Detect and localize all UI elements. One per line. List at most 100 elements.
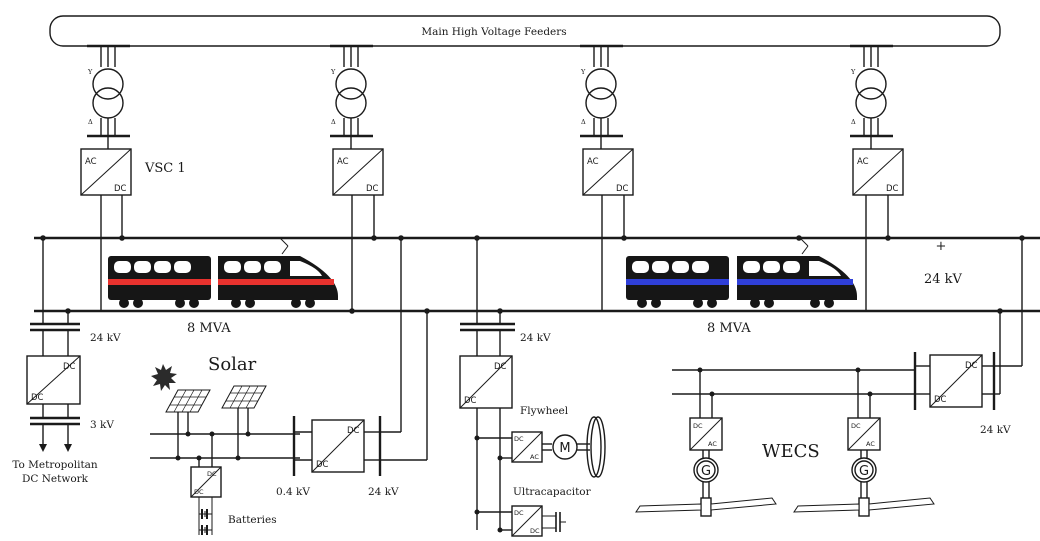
transformer-delta-label: Δ <box>88 118 93 126</box>
transformer-icon <box>855 68 887 119</box>
converter-dc-label: DC <box>851 422 861 430</box>
metro-label-line1: To Metropolitan <box>12 459 98 471</box>
arrow-down-icon <box>64 444 72 452</box>
transformer-y-label: Y <box>580 68 586 76</box>
vsc-converter: AC DC <box>80 148 132 196</box>
solar-panel-icon <box>221 385 267 409</box>
battery-icon <box>198 497 213 535</box>
train-left-stripe-car1 <box>108 279 211 285</box>
converter-dc-label: DC <box>965 361 978 371</box>
generator-icon: G <box>851 457 877 483</box>
converter-dc-label: DC <box>366 184 379 194</box>
generator-symbol: G <box>859 464 869 479</box>
metro-label-line2: DC Network <box>22 473 89 485</box>
bus-plus-sign: + <box>936 239 947 254</box>
vsc-converter: AC DC <box>582 148 634 196</box>
vsc1-label: VSC 1 <box>144 161 186 176</box>
converter-dc-label: DC <box>494 362 507 372</box>
battery-converter: DC DC <box>190 466 222 498</box>
converter-dc-label: DC <box>693 422 703 430</box>
transformer-y-label: Y <box>850 68 856 76</box>
metro-voltage-high: 24 kV <box>90 332 121 344</box>
substation-3: Y Δ AC DC <box>580 44 634 311</box>
transformer-delta-label: Δ <box>851 118 856 126</box>
converter-dc-label: DC <box>464 396 477 406</box>
vsc-converter: AC DC <box>332 148 384 196</box>
dc-bus-negative <box>34 308 1040 314</box>
converter-dc-label: DC <box>530 527 540 535</box>
converter-ac-label: AC <box>587 157 599 167</box>
storage-voltage: 24 kV <box>520 332 551 344</box>
storage-dc-dc-converter: DC DC <box>459 355 513 409</box>
converter-dc-label: DC <box>114 184 127 194</box>
arrow-down-icon <box>39 444 47 452</box>
turbine-converter: DC AC <box>689 417 723 451</box>
vsc-converter: AC DC <box>852 148 904 196</box>
bus-voltage-label: 24 kV <box>924 272 963 287</box>
flywheel-label: Flywheel <box>520 405 569 417</box>
train-right-stripe-car1 <box>626 279 729 285</box>
train-left-power: 8 MVA <box>187 321 231 336</box>
generator-icon: G <box>693 457 719 483</box>
solar-section: DC DC DC DC <box>150 238 428 535</box>
train-right-stripe-car2 <box>737 279 853 285</box>
substation-2: Y Δ AC DC <box>330 44 384 314</box>
storage-section: DC DC DC AC M <box>459 238 606 537</box>
motor-symbol: M <box>559 441 570 456</box>
turbine-converter: DC AC <box>847 417 881 451</box>
solar-panel-icon <box>165 389 211 413</box>
solar-dc-dc-converter: DC DC <box>311 419 365 473</box>
converter-dc-label: DC <box>63 362 76 372</box>
train-left <box>108 237 338 308</box>
transformer-icon <box>335 68 367 119</box>
transformer-delta-label: Δ <box>331 118 336 126</box>
transformer-icon <box>585 68 617 119</box>
wind-turbine-icon <box>635 497 777 517</box>
flywheel-icon <box>586 416 606 478</box>
wecs-label: WECS <box>762 441 820 462</box>
wind-turbine-icon <box>793 497 935 517</box>
metro-branch: DC DC <box>26 238 81 452</box>
converter-dc-label: DC <box>934 395 947 405</box>
converter-dc-label: DC <box>616 184 629 194</box>
sun-icon <box>151 364 177 391</box>
feeders-label: Main High Voltage Feeders <box>421 26 566 38</box>
transformer-y-label: Y <box>330 68 336 76</box>
ultracap-converter: DC DC <box>511 505 543 537</box>
substation-4: Y Δ AC DC <box>850 44 904 311</box>
flywheel-converter: DC AC <box>511 431 543 463</box>
ultracapacitor-icon <box>542 512 566 532</box>
converter-dc-label: DC <box>207 470 217 478</box>
converter-dc-label: DC <box>347 426 360 436</box>
solar-label: Solar <box>208 354 257 375</box>
solar-low-voltage: 0.4 kV <box>276 486 310 498</box>
converter-ac-label: AC <box>708 440 717 448</box>
wecs-dc-dc-converter: DC DC <box>929 354 983 408</box>
converter-dc-label: DC <box>194 488 204 496</box>
converter-ac-label: AC <box>530 453 539 461</box>
converter-ac-label: AC <box>866 440 875 448</box>
main-feeders-bar: Main High Voltage Feeders <box>49 15 1001 47</box>
solar-high-voltage: 24 kV <box>368 486 399 498</box>
converter-dc-label: DC <box>514 435 524 443</box>
wecs-section: DC DC DC AC G <box>635 238 1023 517</box>
converter-ac-label: AC <box>85 157 97 167</box>
metro-voltage-low: 3 kV <box>90 419 114 431</box>
wecs-voltage: 24 kV <box>980 424 1011 436</box>
converter-dc-label: DC <box>31 393 44 403</box>
train-right <box>626 237 857 308</box>
converter-dc-label: DC <box>514 509 524 517</box>
motor-icon: M <box>552 434 578 460</box>
substation-1: Y Δ AC DC VSC 1 <box>80 44 186 311</box>
converter-ac-label: AC <box>337 157 349 167</box>
converter-ac-label: AC <box>857 157 869 167</box>
converter-dc-label: DC <box>316 460 329 470</box>
transformer-icon <box>92 68 124 119</box>
ultracapacitor-label: Ultracapacitor <box>513 486 592 498</box>
converter-dc-label: DC <box>886 184 899 194</box>
dc-dc-converter: DC DC <box>26 355 81 405</box>
batteries-label: Batteries <box>228 514 277 526</box>
train-right-power: 8 MVA <box>707 321 751 336</box>
generator-symbol: G <box>701 464 711 479</box>
